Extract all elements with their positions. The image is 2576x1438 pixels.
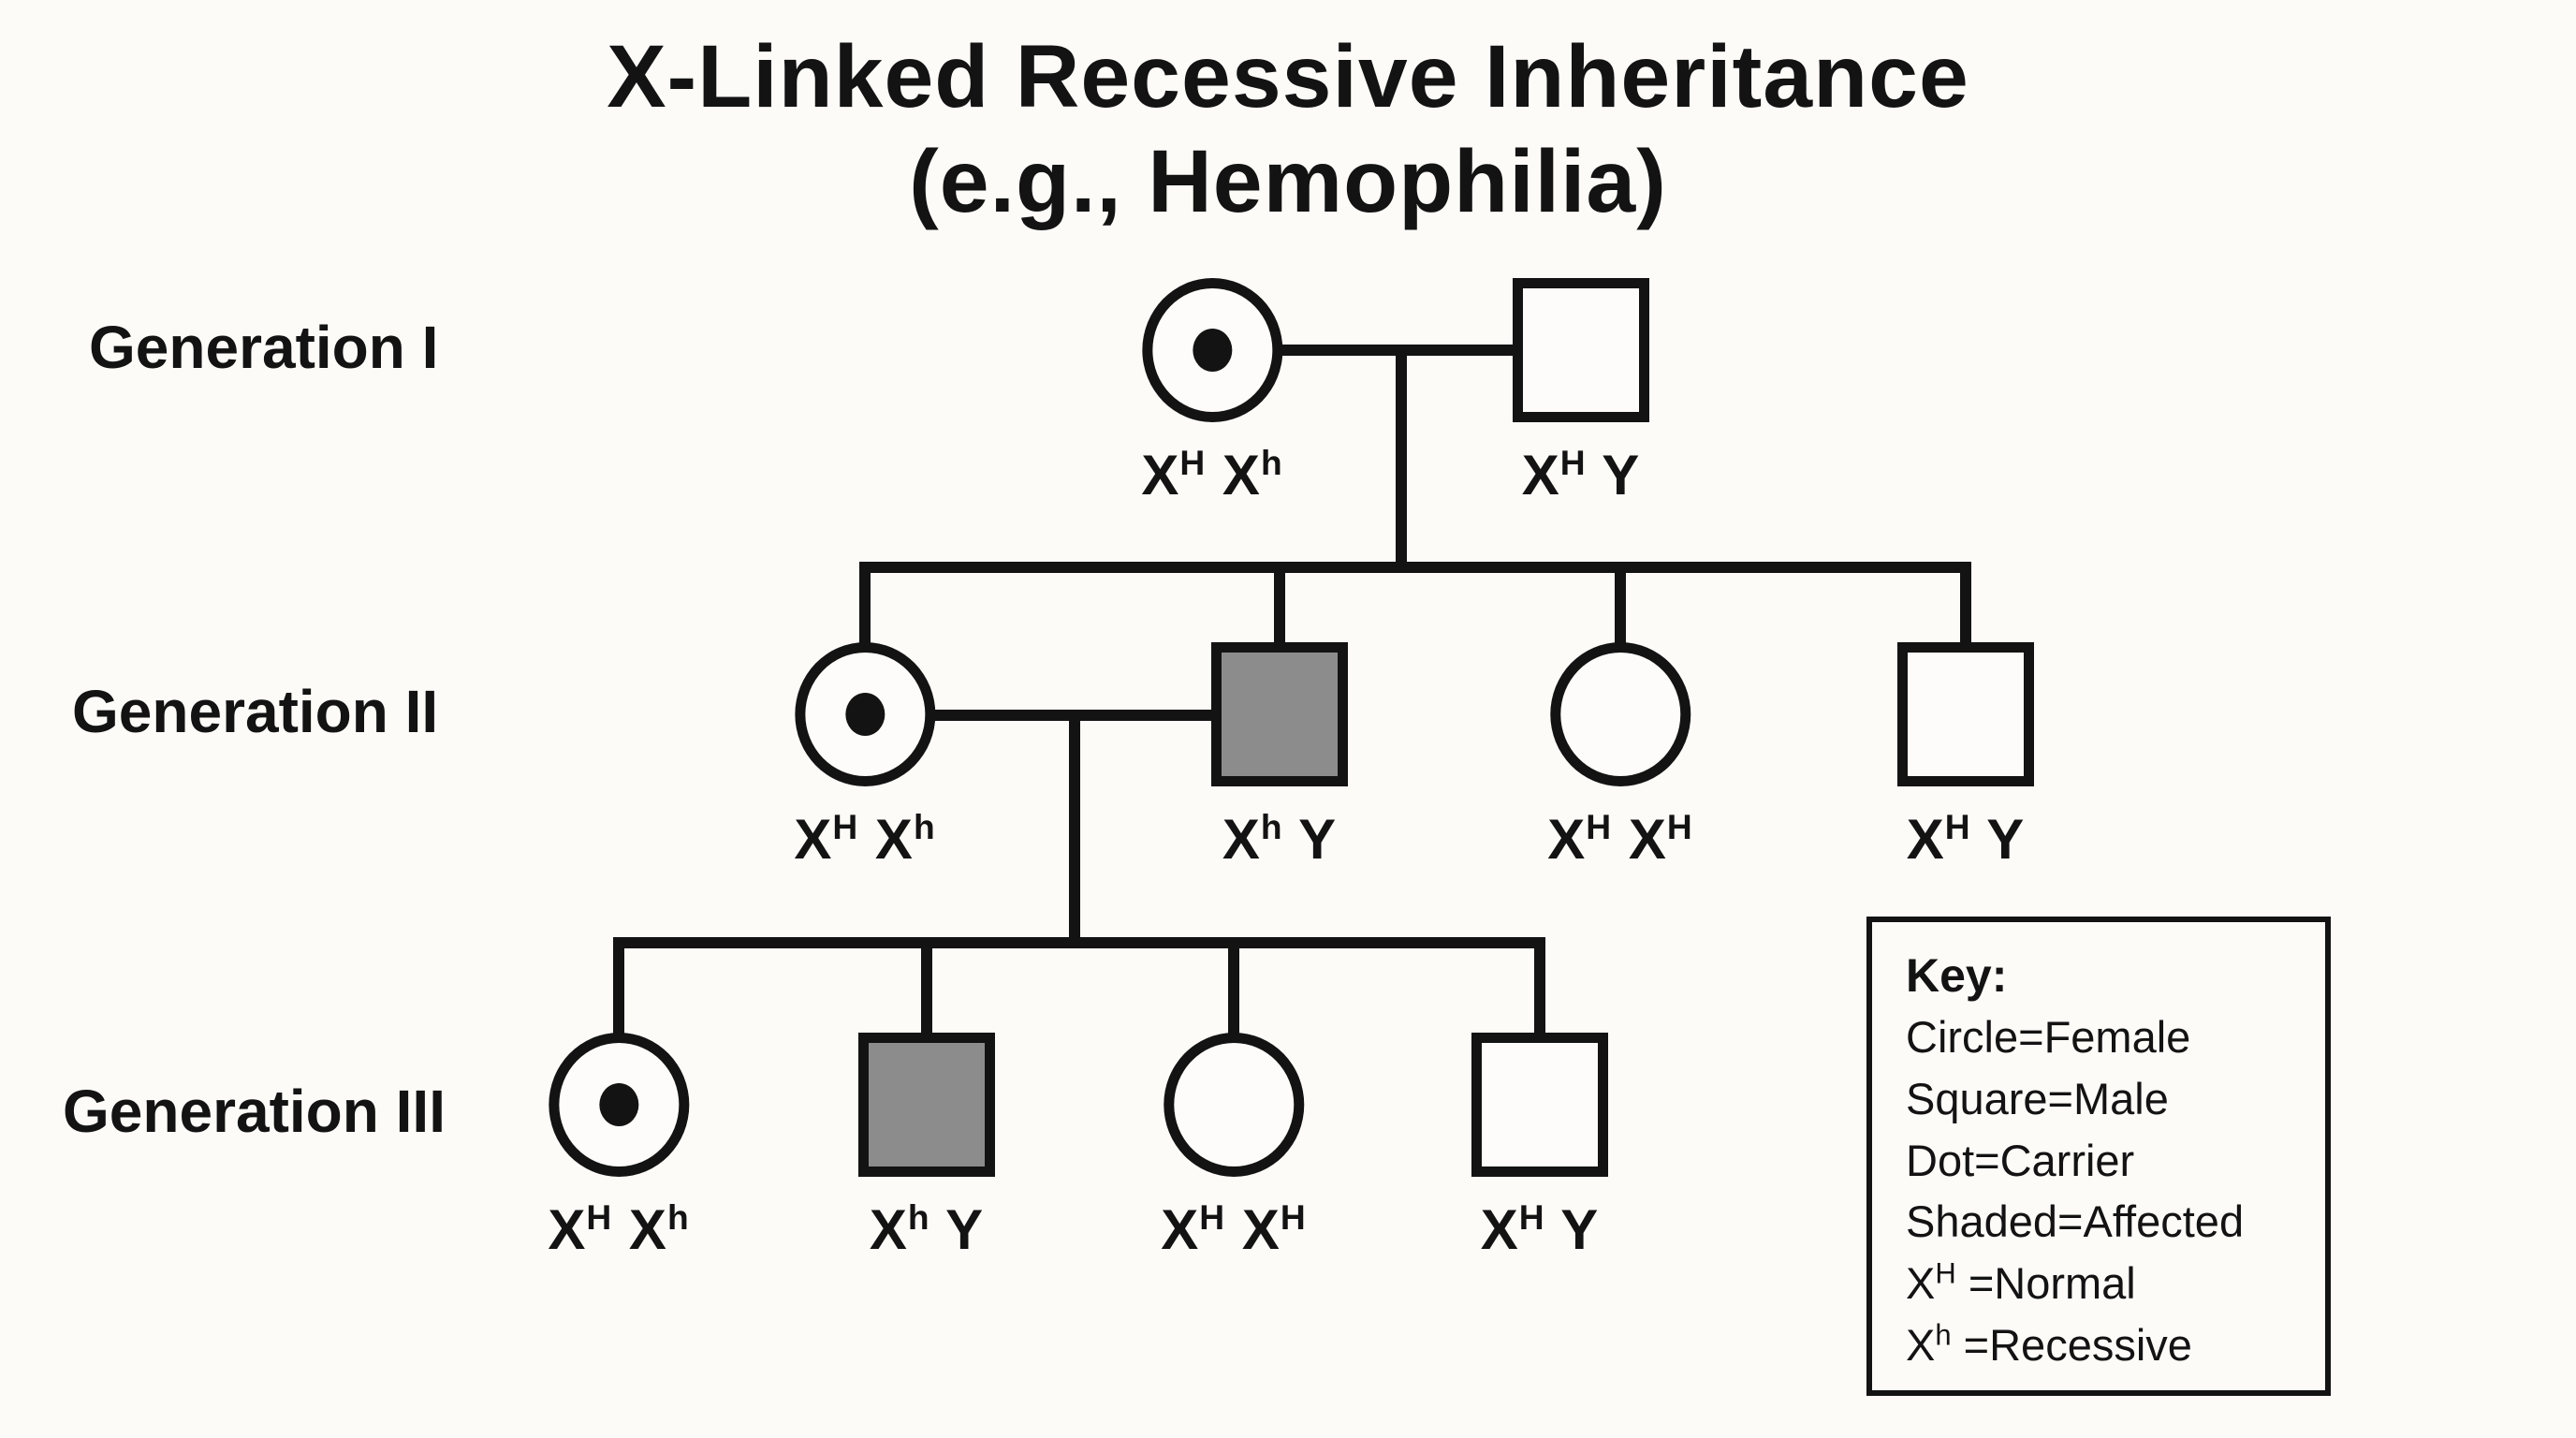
genotype-label: XH Y	[1521, 443, 1641, 506]
generation-3-drop-lines	[613, 937, 1545, 1044]
person-III-1: XH Xh	[548, 1033, 689, 1261]
generation-1-label: Generation I	[89, 314, 439, 381]
affected-male-symbol	[1211, 642, 1348, 786]
legend-title: Key:	[1906, 949, 2008, 1002]
female-symbol	[1163, 1033, 1304, 1177]
male-symbol	[1897, 642, 2034, 786]
affected-male-symbol	[858, 1033, 995, 1177]
person-I-2: XH Y	[1513, 278, 1649, 506]
carrier-dot	[599, 1083, 638, 1126]
male-symbol	[1471, 1033, 1608, 1177]
genotype-label: Xh Y	[869, 1197, 985, 1261]
female-carrier-symbol	[1142, 278, 1282, 422]
legend-entry-xh-normal: XH =Normal	[1906, 1256, 2136, 1309]
person-II-2: Xh Y	[1211, 642, 1348, 871]
person-III-4: XH Y	[1471, 1033, 1608, 1261]
female-carrier-symbol	[795, 642, 935, 786]
genotype-label: XH Xh	[794, 807, 936, 871]
genotype-label: XH Xh	[1141, 443, 1283, 506]
legend-entry-shaded-affected: Shaded=Affected	[1906, 1196, 2245, 1247]
carrier-dot	[1193, 329, 1232, 372]
person-II-3: XH XH	[1547, 642, 1692, 871]
legend-entry-xh-recessive: Xh =Recessive	[1906, 1318, 2192, 1370]
diagram-title-line2: (e.g., Hemophilia)	[909, 132, 1667, 232]
diagram-title: X-Linked Recessive Inheritance (e.g., He…	[0, 24, 2576, 234]
genotype-label: XH Y	[1906, 807, 2026, 871]
generation-2-drop-lines	[859, 562, 1971, 655]
female-symbol	[1549, 642, 1690, 786]
generation-2-label: Generation II	[72, 678, 439, 745]
genotype-label: XH Xh	[548, 1197, 690, 1261]
person-II-4: XH Y	[1897, 642, 2034, 871]
male-symbol	[1513, 278, 1649, 422]
person-III-3: XH XH	[1161, 1033, 1306, 1261]
female-carrier-symbol	[549, 1033, 689, 1177]
person-III-2: Xh Y	[858, 1033, 995, 1261]
carrier-dot	[845, 693, 885, 736]
legend-entry-square-male: Square=Male	[1906, 1073, 2169, 1123]
genotype-label: Xh Y	[1222, 807, 1338, 871]
legend-entry-circle-female: Circle=Female	[1906, 1012, 2191, 1062]
person-I-1: XH Xh	[1141, 278, 1282, 506]
genotype-label: XH XH	[1547, 807, 1693, 871]
legend-box: Key: Circle=Female Square=Male Dot=Carri…	[1866, 917, 2331, 1396]
legend-entry-dot-carrier: Dot=Carrier	[1906, 1135, 2135, 1185]
diagram-title-line1: X-Linked Recessive Inheritance	[607, 27, 1969, 126]
genotype-label: XH XH	[1161, 1197, 1307, 1261]
genotype-label: XH Y	[1480, 1197, 1600, 1261]
person-II-1: XH Xh	[794, 642, 935, 871]
generation-3-label: Generation III	[63, 1078, 446, 1145]
